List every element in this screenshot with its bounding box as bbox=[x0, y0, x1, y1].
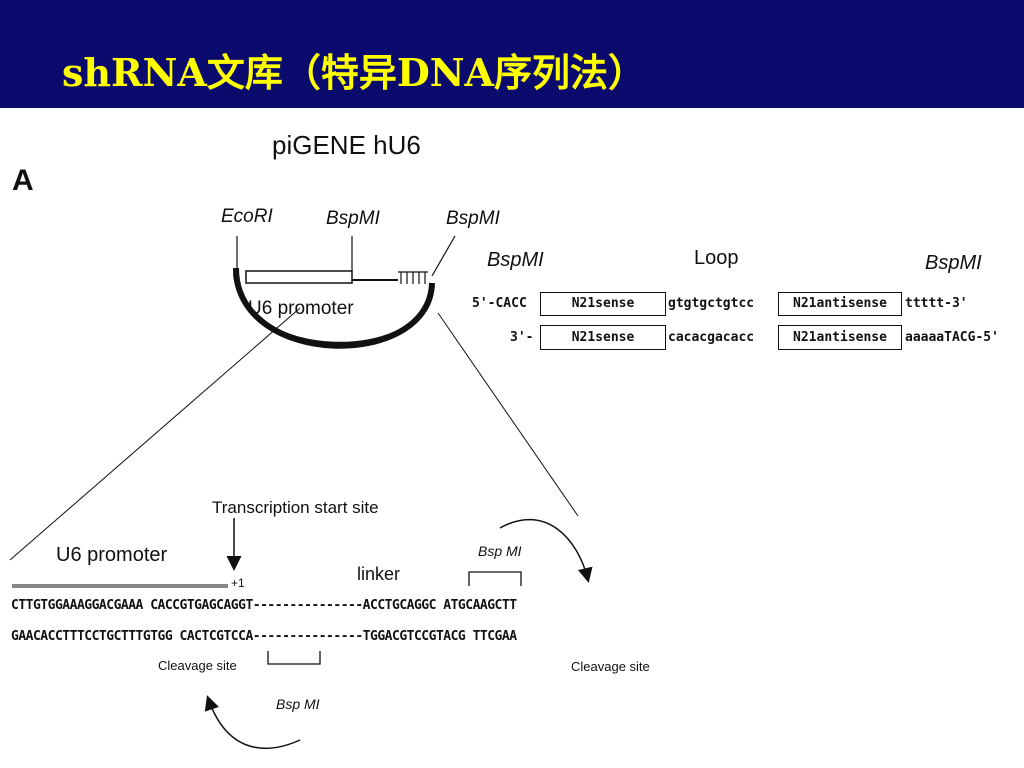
top-sense-label: N21sense bbox=[571, 296, 635, 311]
slide-title: shRNA文库（特异DNA序列法） bbox=[62, 50, 646, 95]
top-strand-prefix: 5'-CACC bbox=[472, 296, 527, 311]
vector-name: piGENE hU6 bbox=[272, 130, 421, 160]
bspmi-lower-bracket bbox=[267, 651, 321, 665]
top-antisense-box: N21antisense bbox=[778, 292, 902, 316]
bspmi-2-pointer bbox=[431, 235, 456, 277]
linker-label: linker bbox=[357, 564, 401, 584]
ecori-label: EcoRI bbox=[221, 206, 273, 227]
bspmi-1-label: BspMI bbox=[326, 208, 380, 229]
plasmid-ring-inner bbox=[233, 272, 431, 344]
bottom-antisense-box: N21antisense bbox=[778, 325, 902, 350]
curved-arrow-left bbox=[204, 695, 301, 749]
bspmi-lower-label: Bsp MI bbox=[276, 696, 320, 712]
insert-left-site: BspMI bbox=[487, 249, 544, 271]
top-loop-seq: gtgtgctgtcc bbox=[668, 296, 755, 311]
bspmi-upper-bracket bbox=[468, 571, 522, 586]
detail-bottom-sequence: GAACACCTTTCCTGCTTTGTGG CACTCGTCCA-------… bbox=[11, 629, 517, 644]
diagram-graphics bbox=[9, 235, 593, 749]
cleavage-right-label: Cleavage site bbox=[571, 659, 650, 674]
insert-right-site: BspMI bbox=[925, 252, 982, 274]
top-sense-box: N21sense bbox=[540, 292, 666, 316]
bottom-sense-box: N21sense bbox=[540, 325, 666, 350]
transcription-start-label: Transcription start site bbox=[212, 498, 379, 517]
top-strand-suffix: ttttt-3' bbox=[905, 296, 968, 311]
bspmi-2-label: BspMI bbox=[446, 208, 500, 229]
zoom-line-right bbox=[437, 312, 579, 517]
bottom-loop-seq: cacacgacacc bbox=[668, 330, 755, 345]
plasmid-diagram: A piGENE hU6 EcoRI BspMI BspMI U6 promot… bbox=[0, 108, 1024, 768]
title-bar: shRNA文库（特异DNA序列法） bbox=[0, 0, 1024, 108]
terminator-ticks bbox=[398, 271, 428, 284]
bottom-strand-suffix: aaaaaTACG-5' bbox=[905, 330, 999, 345]
detail-promoter-bar bbox=[12, 584, 228, 588]
panel-label: A bbox=[12, 164, 34, 197]
plus-one-label: +1 bbox=[231, 576, 245, 590]
u6-promoter-label: U6 promoter bbox=[248, 298, 354, 319]
bottom-sense-label: N21sense bbox=[571, 330, 635, 345]
bspmi-upper-label: Bsp MI bbox=[478, 543, 522, 559]
detail-top-sequence: CTTGTGGAAAGGACGAAA CACCGTGAGCAGGT-------… bbox=[11, 598, 517, 613]
curved-arrow-right bbox=[499, 518, 593, 583]
bottom-strand-prefix: 3'- bbox=[510, 330, 534, 345]
zoom-line-left bbox=[9, 307, 301, 561]
loop-label: Loop bbox=[694, 247, 739, 269]
u6-promoter-box bbox=[245, 270, 353, 284]
cleavage-left-label: Cleavage site bbox=[158, 658, 237, 673]
detail-u6-promoter-label: U6 promoter bbox=[56, 544, 168, 566]
top-antisense-label: N21antisense bbox=[793, 296, 887, 311]
bottom-antisense-label: N21antisense bbox=[793, 330, 887, 345]
